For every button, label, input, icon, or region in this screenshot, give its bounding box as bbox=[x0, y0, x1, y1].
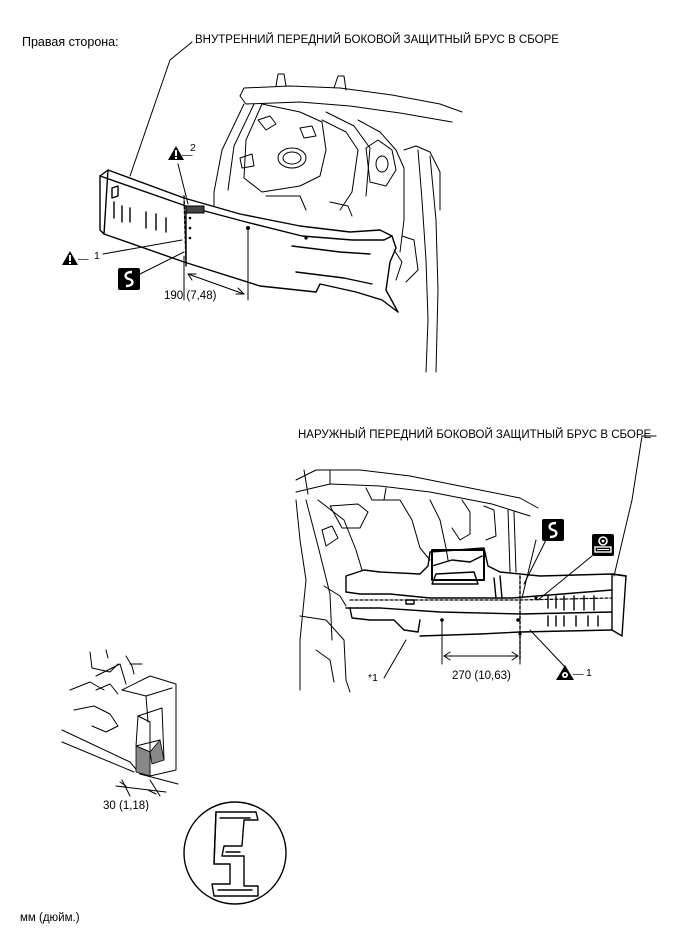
units-label: мм (дюйм.) bbox=[20, 912, 80, 924]
top-callout-2: 2 bbox=[190, 142, 196, 154]
outer-part-label: НАРУЖНЫЙ ПЕРЕДНИЙ БОКОВОЙ ЗАЩИТНЫЙ БРУС … bbox=[298, 429, 652, 441]
warning-triangle-icon bbox=[168, 146, 184, 160]
inner-part-label: ВНУТРЕННИЙ ПЕРЕДНИЙ БОКОВОЙ ЗАЩИТНЫЙ БРУ… bbox=[195, 34, 559, 46]
star-callout: *1 bbox=[368, 672, 378, 684]
top-callout-1: 1 bbox=[94, 250, 100, 262]
bottom-weld-plate bbox=[431, 549, 485, 581]
spot-weld-triangle-icon bbox=[556, 665, 574, 680]
warning-triangle-icon bbox=[62, 251, 78, 265]
top-weld-plate bbox=[185, 205, 205, 214]
inner-side-member bbox=[99, 169, 399, 313]
dash-mark-bottom-1: — bbox=[573, 668, 584, 680]
top-dimension: 190 (7,48) bbox=[164, 290, 217, 302]
bottom-callout-1: 1 bbox=[586, 667, 592, 679]
dash-mark-2: — bbox=[182, 149, 193, 161]
outer-side-member bbox=[345, 547, 627, 637]
bottom-dimension: 270 (10,63) bbox=[452, 670, 511, 682]
side-label: Правая сторона: bbox=[22, 35, 119, 49]
cut-line-icon bbox=[542, 519, 564, 541]
bottom-body-structure bbox=[295, 469, 539, 693]
bottom-cut-line-horizontal bbox=[349, 597, 613, 601]
detail-dimension: 30 (1,18) bbox=[103, 800, 150, 812]
cross-section-circle bbox=[183, 801, 287, 905]
detail-section bbox=[61, 649, 179, 785]
cut-line-icon bbox=[118, 268, 140, 290]
mig-weld-icon bbox=[592, 534, 614, 556]
top-body-structure bbox=[213, 73, 463, 373]
dash-mark-1: — bbox=[78, 253, 89, 265]
top-cut-line bbox=[183, 195, 187, 263]
